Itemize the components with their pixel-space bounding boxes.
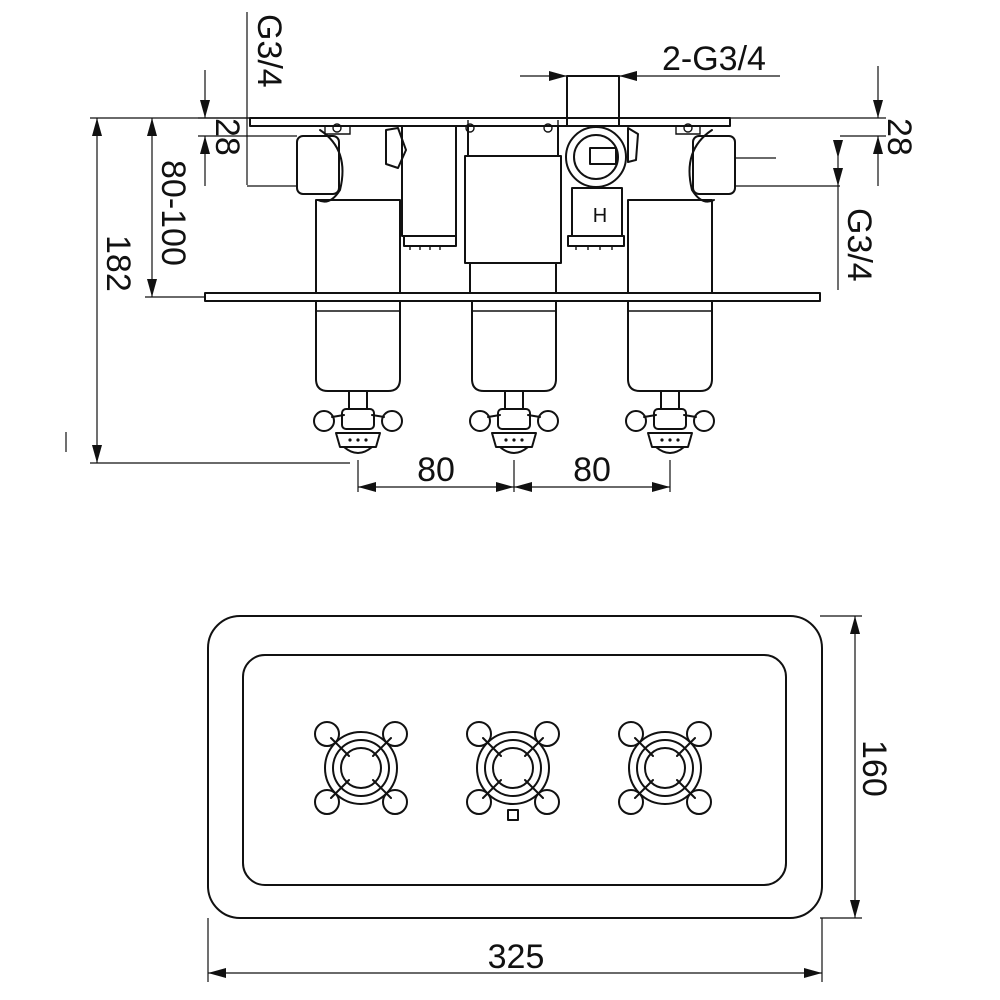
depth-range-label: 80-100 bbox=[154, 160, 192, 266]
front-dimensions: 160 325 bbox=[207, 615, 893, 982]
outlet-label: 2-G3/4 bbox=[662, 40, 766, 78]
height-label: 160 bbox=[855, 740, 893, 797]
front-handle-left bbox=[314, 721, 408, 815]
side-dimensions: G3/4 28 80-100 182 2-G3/4 28 bbox=[65, 12, 918, 492]
center-body bbox=[464, 120, 562, 294]
left-valve-side bbox=[313, 300, 403, 454]
offset-left-label: 28 bbox=[208, 118, 246, 156]
spacing-left-label: 80 bbox=[417, 451, 455, 489]
inlet-right-label: G3/4 bbox=[840, 208, 878, 282]
offset-right-label: 28 bbox=[880, 118, 918, 156]
front-handle-center bbox=[466, 721, 560, 815]
right-inlet-fitting bbox=[627, 123, 736, 294]
front-plate-inner bbox=[242, 654, 787, 886]
left-cartridge bbox=[385, 125, 457, 250]
back-plate bbox=[249, 117, 731, 127]
cover-plate bbox=[204, 292, 821, 302]
right-valve-side bbox=[625, 300, 715, 454]
spacing-right-label: 80 bbox=[573, 451, 611, 489]
total-depth-label: 182 bbox=[99, 235, 137, 292]
front-view bbox=[207, 615, 823, 919]
inlet-left-label: G3/4 bbox=[250, 14, 288, 88]
side-view: H bbox=[204, 75, 821, 454]
front-handle-right bbox=[618, 721, 712, 815]
hot-marker: H bbox=[593, 205, 607, 227]
front-plate-outer bbox=[207, 615, 823, 919]
width-label: 325 bbox=[488, 938, 545, 976]
center-valve-side bbox=[469, 300, 559, 454]
outlet-fitting: H bbox=[565, 75, 639, 250]
left-inlet-fitting bbox=[296, 123, 401, 294]
